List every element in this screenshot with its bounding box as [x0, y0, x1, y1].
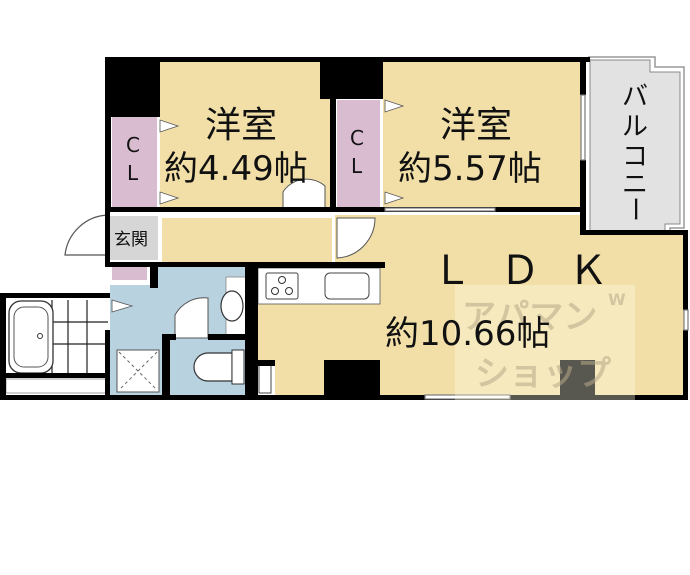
stove-icon	[265, 272, 299, 300]
western-room-2-area: 約5.57帖	[398, 149, 542, 189]
western-room-1-area: 約4.49帖	[164, 149, 308, 189]
svg-text:W: W	[608, 290, 626, 309]
western-room-2-name: 洋室	[440, 105, 512, 146]
closet-door-markers	[111, 99, 405, 313]
ldk-name: ＬＤＫ	[432, 248, 636, 294]
windows	[384, 94, 689, 400]
ldk-door-swing	[336, 217, 376, 259]
balcony-label: バ ル コ ニ ー	[619, 82, 649, 222]
svg-text:ショップ: ショップ	[475, 354, 611, 394]
closet-1-label-c: C	[126, 133, 140, 157]
walls	[0, 57, 688, 400]
svg-text:アパマン: アパマン	[462, 297, 597, 337]
room1-door-swing	[282, 178, 326, 211]
toilet-icon	[193, 352, 233, 382]
ldk-area: 約10.66帖	[385, 314, 550, 354]
toilet-door-swing	[174, 297, 209, 339]
bath-shelf	[5, 378, 107, 394]
svg-text:バ: バ	[622, 82, 648, 112]
western-room-1-name: 洋室	[205, 105, 277, 146]
sink-icon	[324, 272, 370, 300]
refrigerator-space	[258, 364, 272, 394]
closet-2-label-c: C	[350, 126, 364, 150]
bathtub-drain-icon	[37, 333, 43, 339]
svg-text:コ: コ	[622, 142, 648, 172]
balcony	[588, 56, 685, 238]
entrance-floor	[110, 216, 158, 260]
svg-text:ー: ー	[619, 196, 649, 222]
closet-2-area	[337, 100, 380, 207]
shoe-closet	[112, 265, 147, 280]
closet-2-label-l: L	[351, 154, 363, 178]
entrance-door-swing	[64, 214, 109, 256]
ldk-floor	[255, 215, 685, 395]
closet-1-area	[112, 117, 157, 207]
hallway-floor	[162, 218, 332, 263]
svg-text:ル: ル	[622, 112, 648, 142]
western-room-2-floor	[383, 62, 585, 207]
closet-1-label-l: L	[127, 161, 139, 185]
svg-text:ニ: ニ	[622, 170, 648, 200]
watermark: アパマン ショップ W	[455, 285, 635, 400]
washbasin-icon	[220, 290, 244, 322]
entrance-label: 玄関	[114, 230, 148, 250]
